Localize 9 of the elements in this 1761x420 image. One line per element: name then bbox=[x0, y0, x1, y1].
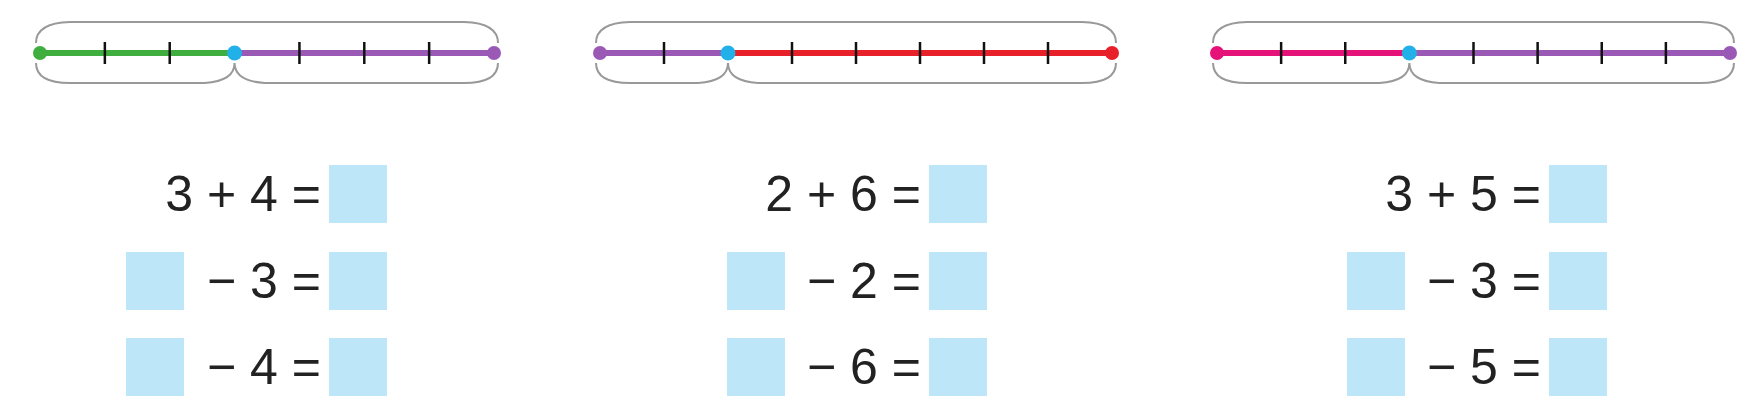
equation-text: − 6 = bbox=[807, 338, 921, 396]
equation-text: 3 + 4 = bbox=[165, 165, 321, 223]
equation-text: − 5 = bbox=[1427, 338, 1541, 396]
equation-text: − 4 = bbox=[207, 338, 321, 396]
equation-text: 3 + 5 = bbox=[1385, 165, 1541, 223]
equation-text: − 2 = bbox=[807, 252, 921, 310]
equation-text: 2 + 6 = bbox=[765, 165, 921, 223]
equation-text: − 3 = bbox=[1427, 252, 1541, 310]
equation-text: − 3 = bbox=[207, 252, 321, 310]
